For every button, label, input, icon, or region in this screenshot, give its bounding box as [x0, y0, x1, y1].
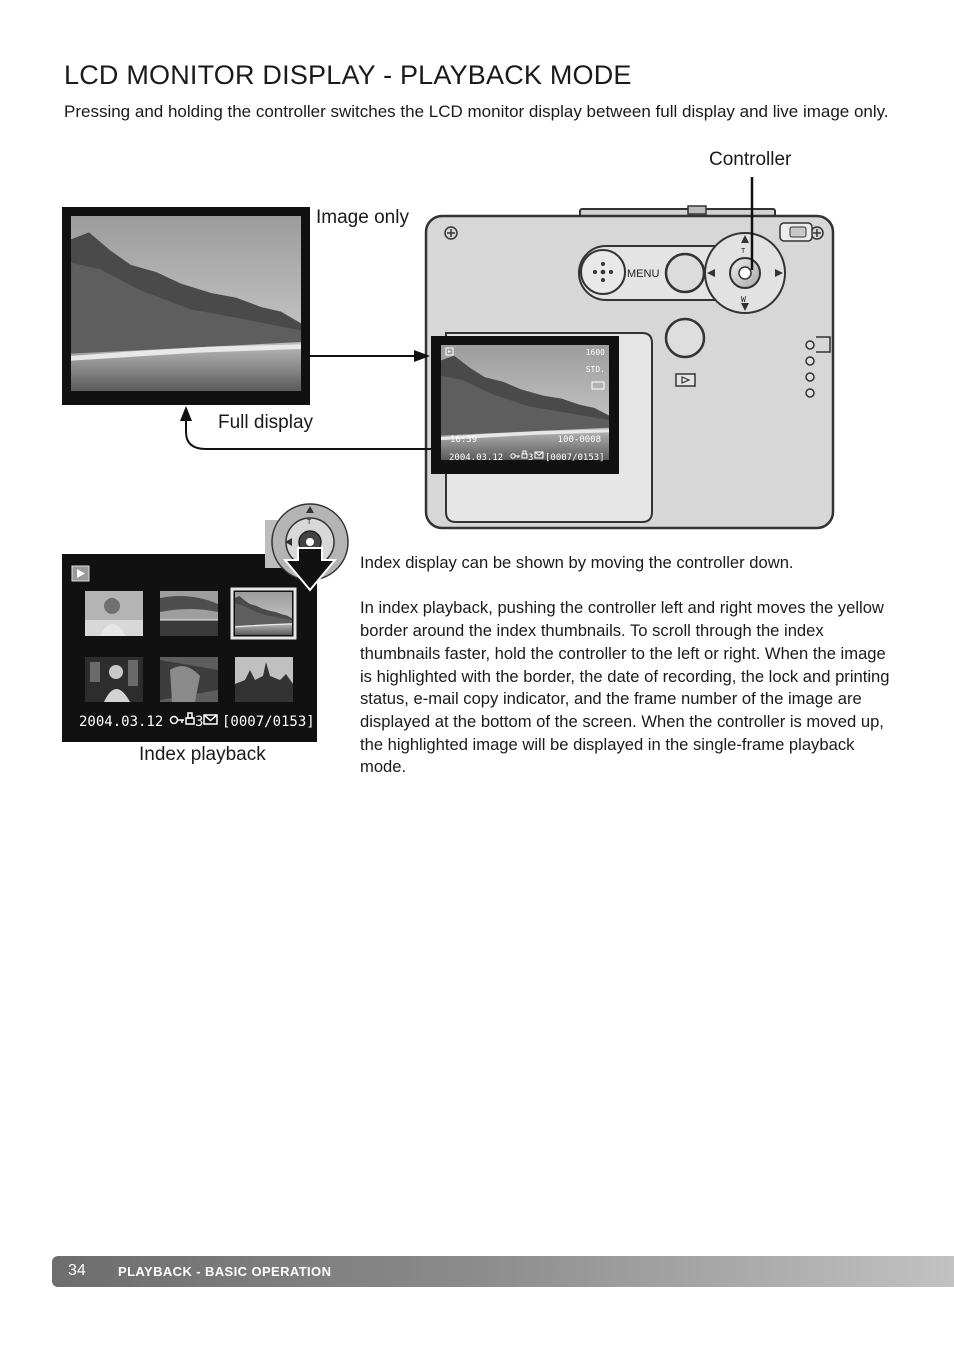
lcd-quality: STD. — [586, 365, 605, 374]
index-date: 2004.03.12 — [79, 714, 163, 730]
page-number: 34 — [68, 1262, 86, 1280]
thumbnail — [85, 591, 143, 636]
index-print-count: 3 — [195, 714, 203, 730]
thumbnail — [235, 592, 292, 635]
lcd-time: 16:39 — [450, 435, 477, 445]
lcd-resolution: 1600 — [586, 348, 605, 357]
body-paragraph: In index playback, pushing the controlle… — [360, 597, 890, 779]
body-text: Index display can be shown by moving the… — [360, 552, 890, 802]
lcd-date: 2004.03.12 — [449, 453, 503, 463]
index-frame-counter: [0007/0153] — [222, 714, 315, 730]
thumbnail — [160, 591, 218, 636]
lcd-frame-counter: [0007/0153] — [545, 453, 605, 463]
lcd-print-count: 3 — [528, 453, 533, 463]
menu-button-label: MENU — [627, 268, 659, 280]
arrow-up-icon — [180, 406, 192, 421]
thumbnail — [160, 657, 218, 702]
section-title: PLAYBACK - BASIC OPERATION — [118, 1264, 331, 1279]
lcd-file-number: 100-0008 — [558, 435, 601, 445]
body-paragraph: Index display can be shown by moving the… — [360, 552, 890, 575]
zoom-w-label: W — [741, 295, 746, 304]
thumbnail — [235, 657, 293, 702]
full-display-screen: 1600 STD. 16:39 100-0008 2004.03.12 3 [0… — [431, 336, 619, 474]
index-playback-screen: 2004.03.12 3 [0007/0153] — [62, 554, 317, 742]
image-only-screen — [62, 207, 310, 405]
thumbnail — [85, 657, 143, 702]
